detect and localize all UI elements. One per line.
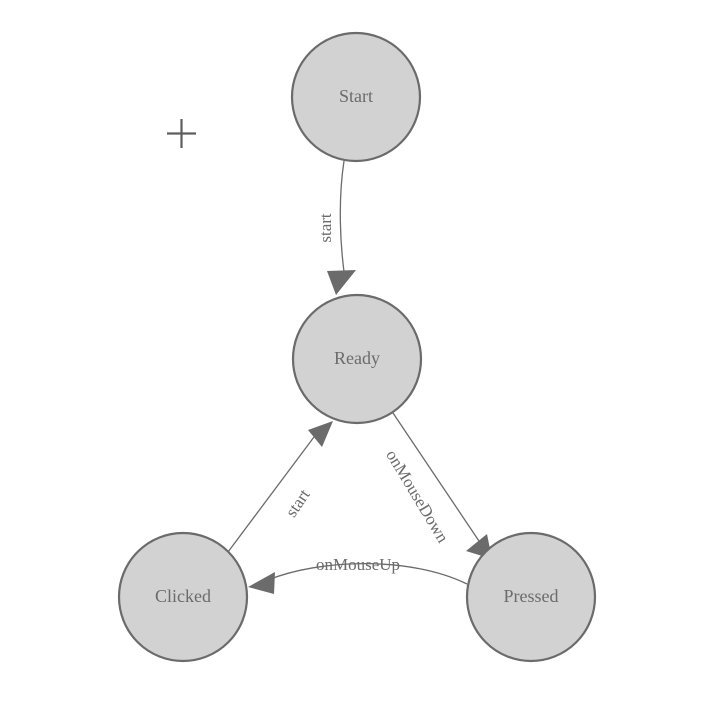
edge-label-clicked-to-ready: start <box>282 485 314 520</box>
edge-label-ready-to-pressed: onMouseDown <box>382 446 453 546</box>
node-circle[interactable] <box>290 31 422 163</box>
edge-clicked-to-ready[interactable]: start <box>227 421 333 553</box>
edge-label-pressed-to-clicked: onMouseUp <box>316 555 400 574</box>
edge-path <box>267 563 468 585</box>
plus-icon <box>167 119 196 148</box>
node-start[interactable]: Start <box>290 31 422 163</box>
node-label-ready: Ready <box>334 348 380 368</box>
edge-path <box>392 412 482 545</box>
node-circle[interactable] <box>291 293 423 425</box>
node-pressed[interactable]: Pressed <box>465 531 597 663</box>
edge-path <box>227 436 315 553</box>
edge-start-to-ready[interactable]: start <box>316 160 356 295</box>
arrowhead-icon <box>327 270 356 295</box>
edge-ready-to-pressed[interactable]: onMouseDown <box>382 412 492 559</box>
node-clicked[interactable]: Clicked <box>117 531 249 663</box>
node-circle[interactable] <box>465 531 597 663</box>
edge-label-start-to-ready: start <box>316 213 335 243</box>
arrowhead-icon <box>248 572 275 594</box>
edge-pressed-to-clicked[interactable]: onMouseUp <box>248 555 468 594</box>
node-label-pressed: Pressed <box>504 586 559 606</box>
node-label-clicked: Clicked <box>155 586 211 606</box>
arrowhead-icon <box>308 421 333 447</box>
edge-path <box>339 160 346 280</box>
node-ready[interactable]: Ready <box>291 293 423 425</box>
node-label-start: Start <box>339 86 373 106</box>
node-circle[interactable] <box>117 531 249 663</box>
